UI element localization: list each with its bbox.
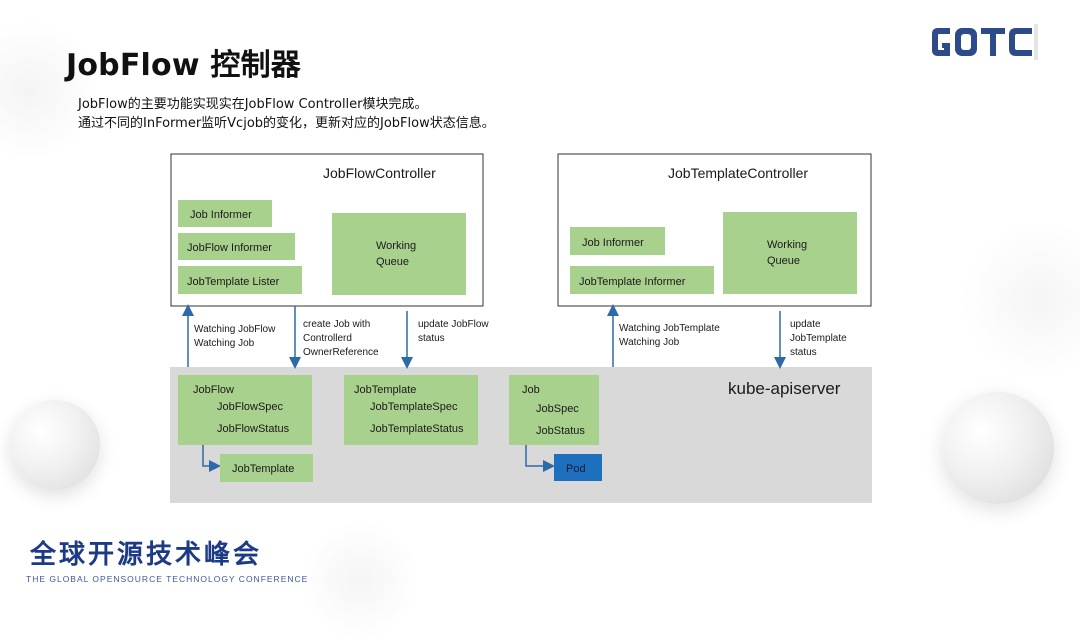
- working-queue-box: [723, 212, 857, 294]
- update-jobtemplate-label: status: [790, 347, 817, 358]
- conference-title: 全球开源技术峰会: [30, 540, 263, 570]
- jobtemplate-lister-box: [178, 266, 302, 294]
- jobtemplate-status-label: JobTemplateStatus: [370, 423, 464, 435]
- create-job-label: create Job with: [303, 319, 370, 330]
- background-orb: [10, 400, 100, 490]
- job-informer-label: Job Informer: [582, 237, 644, 249]
- working-queue-box: [332, 213, 466, 295]
- jobflow-spec-label: JobFlowSpec: [217, 401, 284, 413]
- jobflow-jobtemplate-box: [220, 454, 313, 482]
- jobflow-controller: JobFlowController Job Informer JobFlow I…: [170, 153, 484, 307]
- job-informer-box: [178, 200, 272, 227]
- description-line: JobFlow的主要功能实现实在JobFlow Controller模块完成。: [78, 97, 428, 112]
- working-queue-label: Queue: [767, 255, 800, 267]
- gotc-logo: [928, 22, 1042, 62]
- watch-jobflow-label: Watching Job: [194, 338, 255, 349]
- description-line: 通过不同的InFormer监听Vcjob的变化，更新对应的JobFlow状态信息…: [78, 116, 495, 131]
- pod-box: [554, 454, 602, 481]
- update-jobtemplate-label: update: [790, 319, 821, 330]
- watch-jobtemplate-label: Watching Job: [619, 337, 680, 348]
- background-orb: [300, 520, 420, 640]
- update-jobtemplate-label: JobTemplate: [790, 333, 847, 344]
- jobtemplate-informer-box: [570, 266, 714, 294]
- jobflow-architecture-diagram: kube-apiserver JobFlowController Job Inf…: [150, 145, 897, 521]
- update-jobflow-label: status: [418, 333, 445, 344]
- create-job-label: Controllerd: [303, 333, 352, 344]
- jobtemplate-informer-label: JobTemplate Informer: [579, 276, 686, 288]
- jobflow-status-label: JobFlowStatus: [217, 423, 290, 435]
- job-resource: Job JobSpec JobStatus: [509, 375, 599, 445]
- jobtemplate-spec-label: JobTemplateSpec: [370, 401, 458, 413]
- jobflow-informer-label: JobFlow Informer: [187, 242, 272, 254]
- working-queue-label: Working: [376, 240, 416, 252]
- watch-jobtemplate-label: Watching JobTemplate: [619, 323, 720, 334]
- jobtemplate-resource-label: JobTemplate: [354, 384, 416, 396]
- job-child-connector: [525, 445, 555, 472]
- description: JobFlow的主要功能实现实在JobFlow Controller模块完成。 …: [78, 95, 495, 133]
- jobflow-informer-box: [178, 233, 295, 260]
- jobflow-jobtemplate-label: JobTemplate: [232, 463, 294, 475]
- jobflow-child-connector: [202, 445, 221, 472]
- conference-subtitle: THE GLOBAL OPENSOURCE TECHNOLOGY CONFERE…: [26, 574, 309, 584]
- job-informer-label: Job Informer: [190, 209, 252, 221]
- job-status-label: JobStatus: [536, 425, 585, 437]
- working-queue-label: Working: [767, 239, 807, 251]
- apiserver-title: kube-apiserver: [728, 379, 841, 398]
- job-resource-label: Job: [522, 384, 540, 396]
- jobtemplate-resource: JobTemplate JobTemplateSpec JobTemplateS…: [344, 375, 478, 445]
- jobflow-controller-title: JobFlowController: [323, 165, 436, 181]
- page-title: JobFlow 控制器: [66, 48, 301, 83]
- working-queue-label: Queue: [376, 256, 409, 268]
- pod-label: Pod: [566, 463, 586, 475]
- update-jobflow-label: update JobFlow: [418, 319, 489, 330]
- jobtemplate-controller-title: JobTemplateController: [668, 165, 808, 181]
- job-informer-box: [570, 227, 665, 255]
- background-orb: [942, 392, 1054, 504]
- watch-jobflow-label: Watching JobFlow: [194, 324, 276, 335]
- jobflow-resource-label: JobFlow: [193, 384, 234, 396]
- background-orb: [960, 220, 1080, 380]
- create-job-label: OwnerReference: [303, 347, 379, 358]
- jobflow-resource: JobFlow JobFlowSpec JobFlowStatus: [178, 375, 312, 445]
- job-spec-label: JobSpec: [536, 403, 579, 415]
- jobtemplate-controller: JobTemplateController Job Informer JobTe…: [557, 153, 872, 307]
- jobtemplate-lister-label: JobTemplate Lister: [187, 276, 280, 288]
